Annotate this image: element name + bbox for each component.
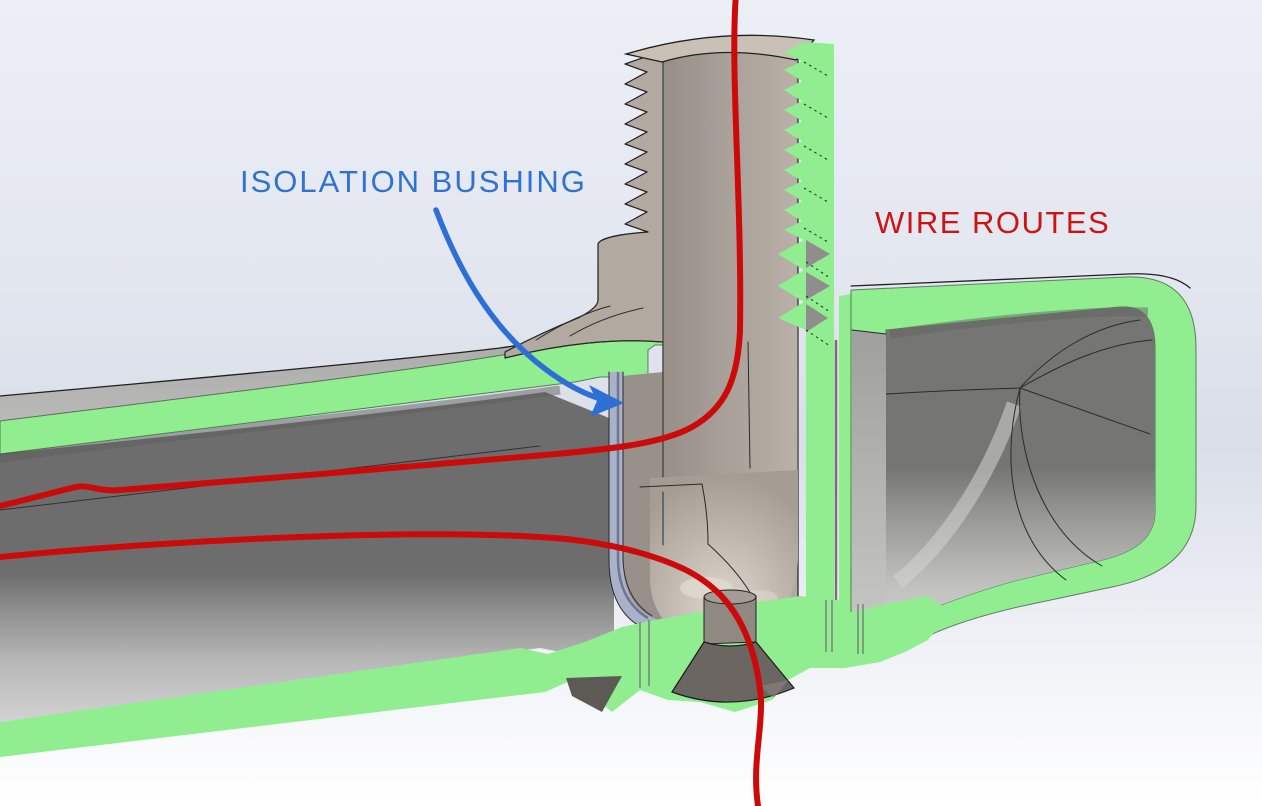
section-face-locknut [839,294,851,648]
tube-interior [0,392,614,722]
bushing-slot-lines [639,600,864,688]
flange-ring-3 [504,317,579,353]
elbow-corner-highlight [893,401,1022,588]
section-face-boss-right [778,42,851,648]
fitting-surface-gap [852,330,886,642]
elbow-interior-shadow [889,307,1149,339]
mating-thread-1 [806,240,830,268]
leader-group [433,207,624,417]
wire-routes-group [0,0,765,806]
wire-route-upper [0,0,744,509]
bottom-funnel-fitting [671,589,795,703]
isolation-bushing-part [608,371,658,633]
fitting-surface-top-edge [851,329,887,335]
funnel-flare-highlight [760,680,788,698]
boss-top-rim [623,34,816,63]
elbow-port [850,273,1197,663]
elbow-edge-up1 [1019,319,1141,389]
elbow-edge-down2 [1010,387,1067,581]
wire-routes-label: WIRE ROUTES [875,205,1110,240]
mating-thread-3 [806,304,828,332]
leader-line [433,207,607,403]
thread-hatch-lines [803,61,831,347]
bore-step-edge-v [747,341,751,469]
elbow-edge-up2 [1019,339,1153,389]
elbow-edge-diag [1019,387,1151,435]
elbow-outer-top-edge [850,273,1191,289]
threaded-boss [504,34,816,644]
bore-step-edge-top [639,483,703,488]
tube-outer-surface [0,283,638,421]
isolation-bushing-label: ISOLATION BUSHING [240,164,587,199]
wire-route-lower [0,531,765,806]
bore-wall-curve [707,543,753,597]
leader-arrowhead-icon [589,385,624,417]
section-face-boss-wall [778,42,834,648]
bushing-mid-shade [616,372,649,620]
bushing-liner [609,372,658,633]
elbow-edge-down1 [1019,387,1103,567]
bushing-edge-right [622,371,653,617]
housing-left-tube [0,282,638,722]
bore-step-edge-r [701,483,709,545]
tube-interior-shadow [0,385,561,463]
elbow-edge-floor [885,387,1021,395]
boss-bore-face [663,53,798,490]
flange-ring-2 [569,307,644,337]
mating-thread-2 [806,272,830,300]
elbow-interior [886,306,1155,628]
bottom-dark-wedge [566,676,622,712]
